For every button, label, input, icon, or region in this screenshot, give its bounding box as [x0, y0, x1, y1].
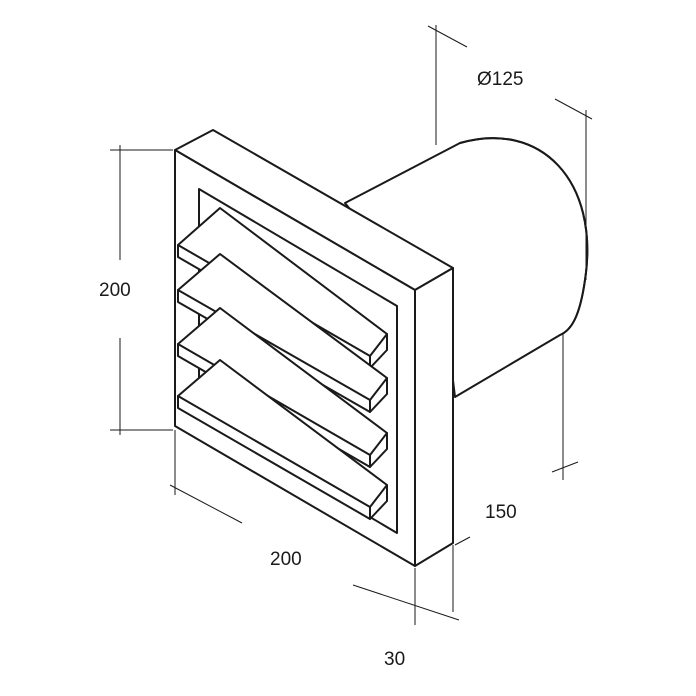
louvre-slat-1 [177, 207, 388, 369]
louvre-slat-4-edge [177, 395, 388, 520]
frame-side-face [414, 267, 454, 567]
dimension-depth [352, 545, 460, 625]
dimension-height [110, 145, 173, 435]
louvre-slat-2 [177, 253, 388, 413]
dimension-duct-length [454, 333, 579, 546]
louvre-slat-3 [177, 307, 388, 468]
label-width: 200 [270, 549, 302, 570]
louvre-slat-4 [177, 359, 388, 520]
label-depth: 30 [384, 649, 405, 670]
dimension-width [169, 430, 243, 524]
duct-spigot [344, 137, 589, 398]
label-duct-diameter: Ø125 [477, 69, 523, 90]
louvres [177, 207, 388, 520]
label-duct-length: 150 [485, 502, 517, 523]
dimension-duct-diameter [427, 25, 593, 280]
label-height: 200 [99, 280, 131, 301]
